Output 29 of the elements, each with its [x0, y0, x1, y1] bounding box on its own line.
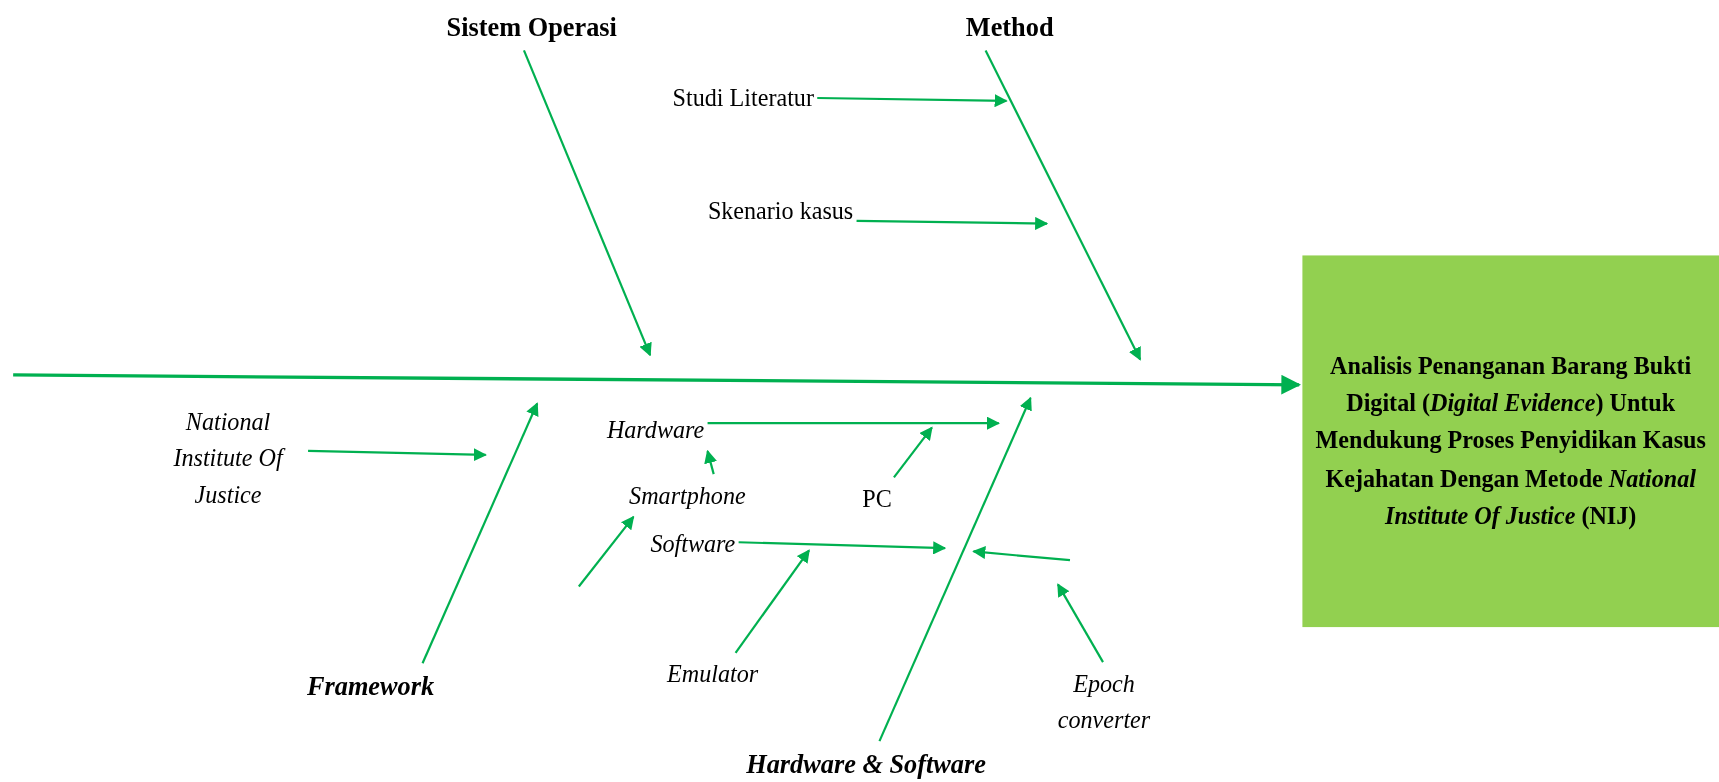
- arrow: [522, 50, 652, 357]
- arrow: [972, 545, 1104, 663]
- arrow: [734, 549, 810, 654]
- arrow: [13, 373, 1302, 395]
- cause-label: Emulator: [667, 656, 759, 693]
- category-heading: Method: [965, 7, 1054, 48]
- arrow: [817, 94, 1008, 108]
- cause-label: Hardware: [606, 411, 705, 448]
- cause-label: Epoch converter: [1038, 665, 1170, 738]
- arrow: [578, 515, 635, 588]
- arrow: [421, 402, 539, 664]
- arrow: [704, 449, 717, 475]
- arrow: [984, 49, 1142, 361]
- category-heading: Framework: [306, 666, 435, 706]
- arrow: [738, 541, 947, 555]
- cause-label: PC: [862, 480, 892, 517]
- cause-label: National Institute Of Justice: [151, 404, 305, 513]
- arrow: [893, 426, 933, 479]
- arrow: [856, 216, 1049, 231]
- cause-label: Smartphone: [629, 477, 746, 514]
- cause-label: Skenario kasus: [707, 192, 854, 229]
- arrow: [308, 448, 487, 462]
- arrow: [878, 396, 1032, 742]
- cause-label: Studi Literatur: [672, 79, 814, 116]
- arrow: [707, 416, 1001, 430]
- effect-box: Analisis Penanganan Barang Bukti Digital (Digital Evidence) Untuk Mendukung Proses Penyidikan Kasus Kejahatan Dengan Metode National Institute Of Justice (NIJ): [1302, 255, 1719, 628]
- cause-label: Software: [650, 525, 736, 562]
- category-heading: Hardware & Software: [746, 744, 986, 782]
- category-heading: Sistem Operasi: [446, 7, 617, 48]
